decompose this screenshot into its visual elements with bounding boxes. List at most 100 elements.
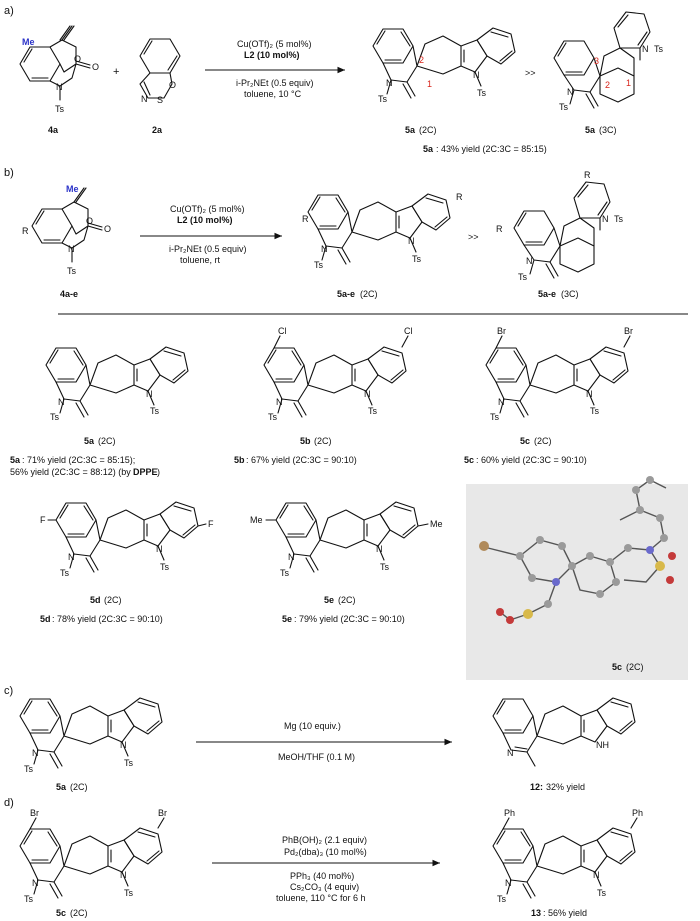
n-label: N [408, 236, 415, 246]
yield-text: 32% yield [546, 782, 585, 792]
ts-label: Ts [150, 406, 160, 416]
n-label: N [120, 870, 127, 880]
bond [197, 523, 207, 527]
methyl-label: Me [66, 184, 79, 194]
regio-label: (2C) [419, 125, 437, 135]
ts-label: Ts [497, 894, 507, 904]
ts-label: Ts [280, 568, 290, 578]
n-label: N [642, 44, 649, 54]
o-label: O [169, 80, 176, 90]
ts-label: Ts [412, 254, 422, 264]
yield-compound: 5e [282, 614, 292, 624]
compound-label-4a-e: 4a-e [60, 289, 78, 299]
regio-label: (2C) [314, 436, 332, 446]
compound-label-5d: 5d [90, 595, 101, 605]
ligand-label: DPPE [133, 467, 158, 477]
condition-text: PPh₃ (40 mol%) [290, 871, 354, 881]
br-label: Br [624, 326, 633, 336]
compound-label-5b: 5b [300, 436, 311, 446]
bond [623, 335, 631, 348]
molecule-5c-d [19, 827, 163, 899]
selectivity-sign: >> [468, 232, 479, 242]
section-label-b: b) [4, 167, 14, 179]
yield-compound: 5c [464, 455, 474, 465]
xray-regio-label: (2C) [626, 662, 644, 672]
n-label: N [120, 740, 127, 750]
compound-label-5a: 5a [405, 125, 416, 135]
ts-label: Ts [559, 102, 569, 112]
locant-2: 2 [419, 55, 424, 65]
yield-compound: 5a [10, 455, 21, 465]
o-label: O [74, 54, 81, 64]
s-label: S [157, 95, 163, 105]
ts-label: Ts [124, 888, 134, 898]
ts-label: Ts [50, 412, 60, 422]
me-label: Me [430, 519, 443, 529]
selectivity-sign: >> [525, 68, 536, 78]
bond [29, 817, 37, 830]
ts-label: Ts [518, 272, 528, 282]
section-label-d: d) [4, 797, 14, 809]
regio-label: (2C) [360, 289, 378, 299]
ts-label: Ts [380, 562, 390, 572]
f-label: F [40, 515, 46, 525]
ts-label: Ts [654, 44, 664, 54]
molecule-4a [19, 25, 91, 101]
molecule-4a-e [31, 187, 103, 263]
bond [401, 335, 409, 348]
n-label: N [586, 389, 593, 399]
ts-label: Ts [378, 94, 388, 104]
regio-label: (2C) [534, 436, 552, 446]
regio-label: (2C) [338, 595, 356, 605]
ts-label: Ts [67, 266, 77, 276]
n-label: N [68, 244, 75, 254]
f-label: F [208, 519, 214, 529]
br-label: Br [30, 808, 39, 818]
ts-label: Ts [590, 406, 600, 416]
xray-compound-label: 5c [612, 662, 622, 672]
yield-text: 56% yield (2C:3C = 88:12) (by [10, 467, 131, 477]
molecule-5a-c [19, 697, 163, 769]
compound-label-5c: 5c [520, 436, 530, 446]
n-label: N [498, 397, 505, 407]
condition-text: Cu(OTf)₂ (5 mol%) [237, 39, 312, 49]
n-label: N [32, 748, 39, 758]
o-label: O [92, 62, 99, 72]
ts-label: Ts [477, 88, 487, 98]
regio-label: (2C) [104, 595, 122, 605]
regio-label: (2C) [98, 436, 116, 446]
o-label: O [86, 216, 93, 226]
bond [630, 817, 638, 829]
condition-text: i-Pr₂NEt (0.5 equiv) [236, 78, 314, 88]
section-label-c: c) [4, 685, 13, 697]
condition-text: L2 (10 mol%) [244, 50, 300, 60]
regio-label: (3C) [599, 125, 617, 135]
n-label: N [376, 544, 383, 554]
compound-label-2a: 2a [152, 125, 163, 135]
n-label: N [321, 244, 328, 254]
r-label: R [22, 226, 29, 236]
compound-label-5c: 5c [56, 908, 66, 918]
molecule-13 [492, 827, 636, 899]
compound-label-5a: 5a [56, 782, 67, 792]
ts-label: Ts [60, 568, 70, 578]
ts-label: Ts [55, 104, 65, 114]
bond [273, 335, 281, 349]
n-label: N [473, 70, 480, 80]
n-label: N [141, 94, 148, 104]
ts-label: Ts [124, 758, 134, 768]
condition-text: toluene, 10 °C [244, 89, 302, 99]
ts-label: Ts [24, 764, 34, 774]
n-label: N [276, 397, 283, 407]
yield-text: : 60% yield (2C:3C = 90:10) [476, 455, 587, 465]
ph-label: Ph [632, 808, 643, 818]
ts-label: Ts [160, 562, 170, 572]
compound-label-5a: 5a [84, 436, 95, 446]
n-label: N [526, 256, 533, 266]
nh-label: NH [596, 740, 609, 750]
molecule-5c [485, 346, 629, 418]
xray-atoms [479, 476, 676, 624]
ts-label: Ts [314, 260, 324, 270]
n-label: N [32, 878, 39, 888]
